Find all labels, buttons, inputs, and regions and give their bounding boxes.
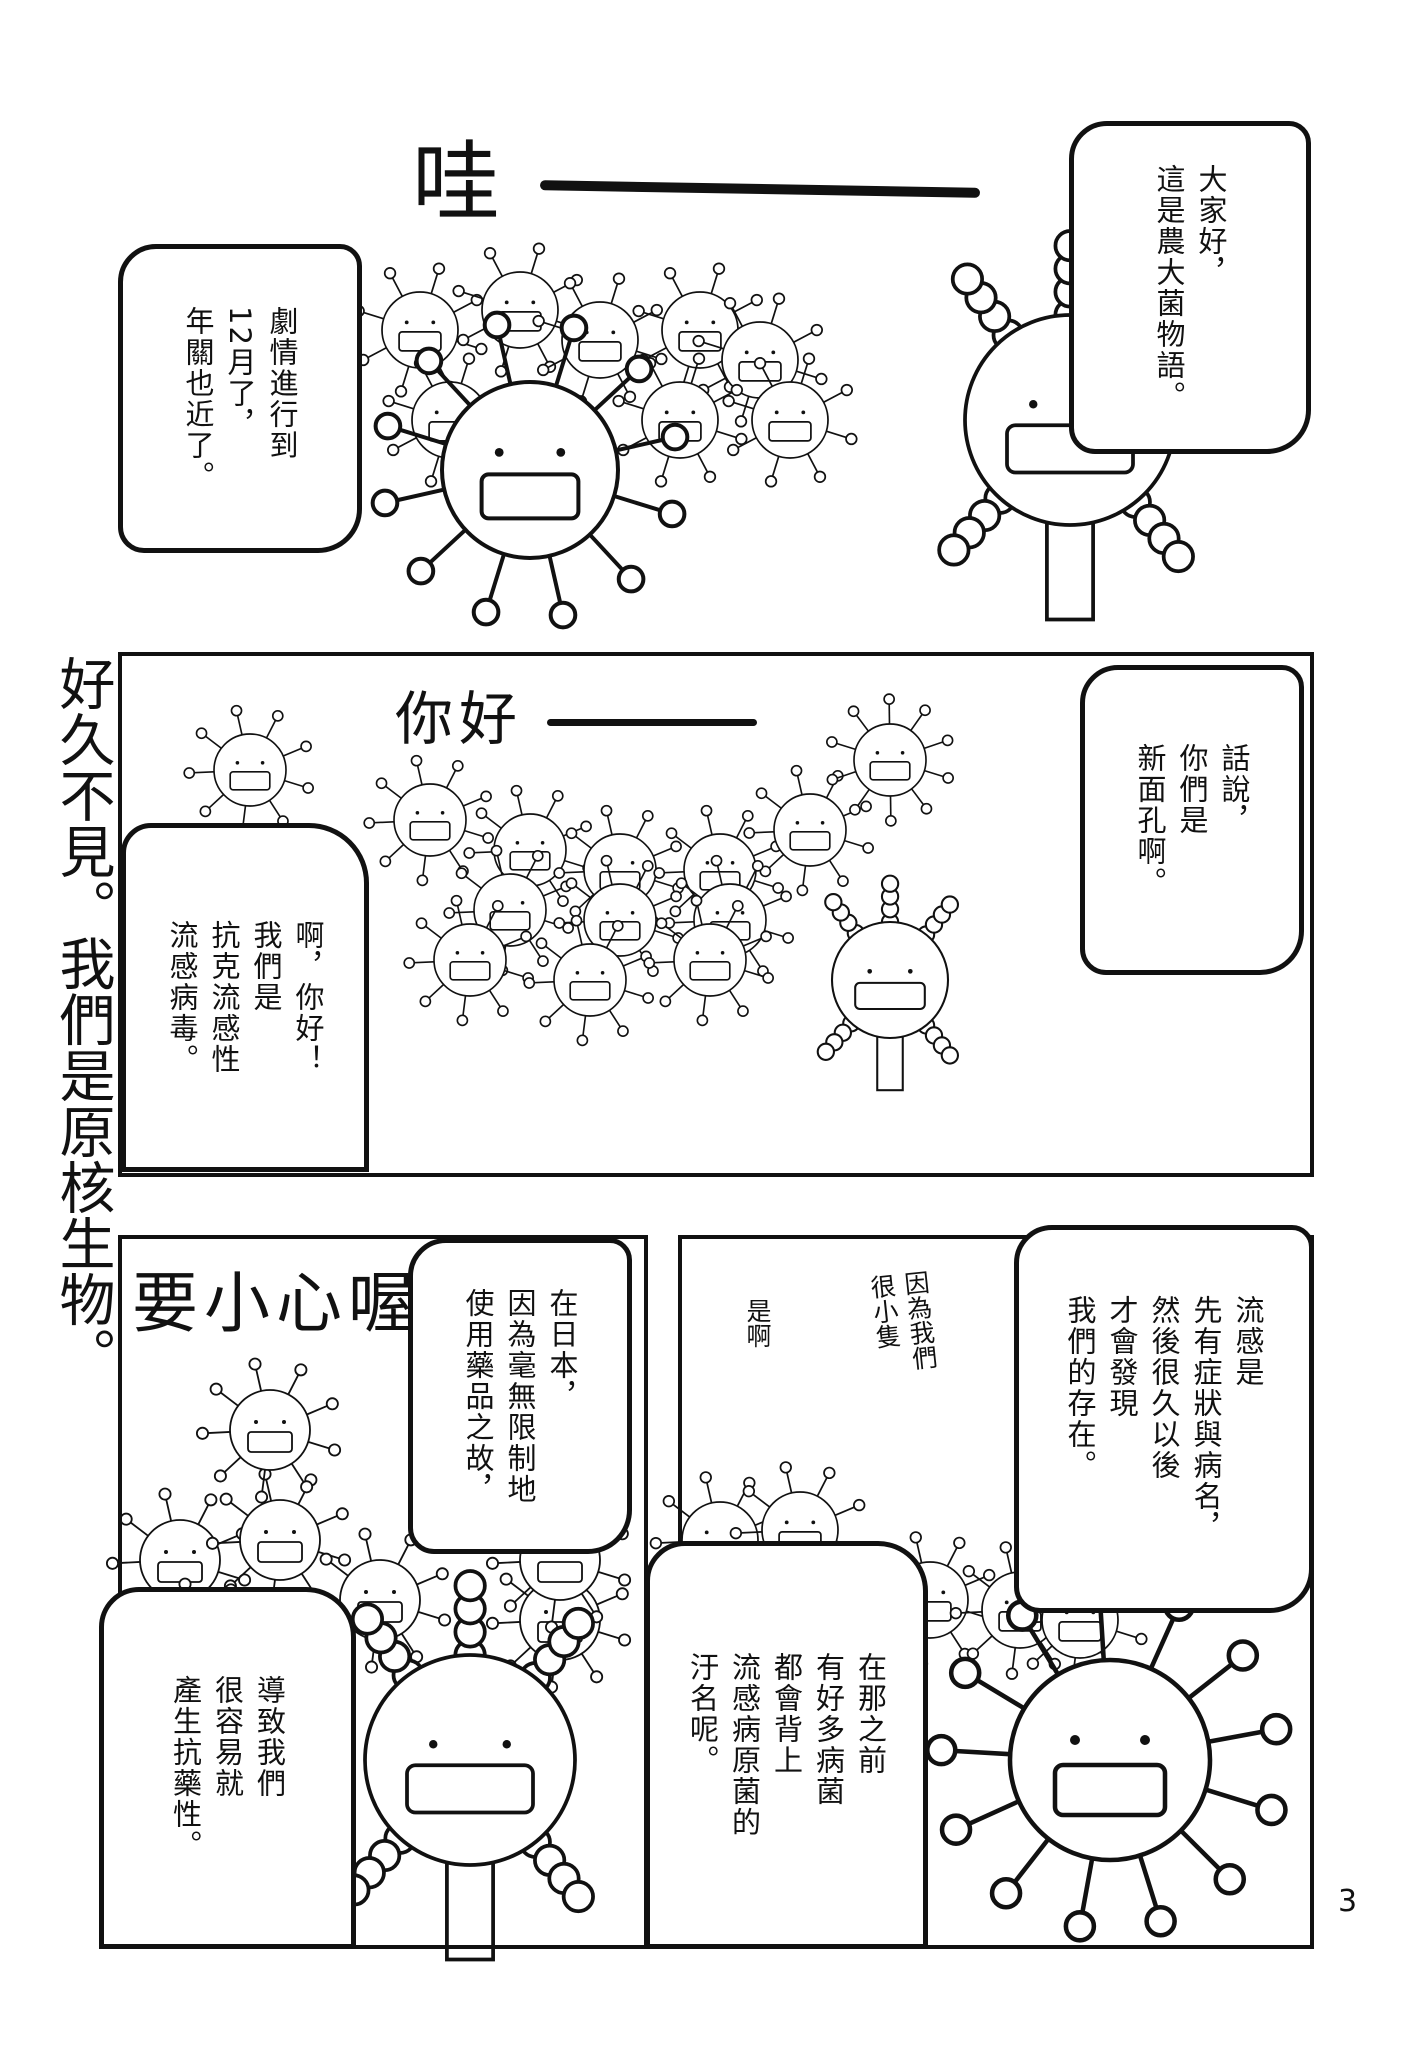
sfx-wa: 哇: [412, 112, 981, 239]
speech-bubble-greeting: 大家好， 這是農大菌物語。: [1069, 121, 1311, 454]
sfx-dash: [539, 180, 981, 198]
text-line: 話說，: [1217, 742, 1251, 836]
crowd-virus-icon: [443, 844, 574, 977]
crowd-virus-icon: [403, 894, 534, 1027]
main-virus-icon: [370, 310, 690, 630]
text-line: 使用藥品之故，: [461, 1287, 495, 1505]
text-line: 流感病原菌的: [727, 1652, 762, 1838]
sfx-be-careful: 要小心喔: [132, 1250, 420, 1346]
text-line: 我們是: [249, 920, 283, 1013]
bacterium-icon: [816, 874, 960, 1092]
speech-bubble-december: 劇情進行到 12月了， 年關也近了。: [118, 244, 362, 553]
bubble-text: 導致我們 很容易就 產生抗藥性。: [165, 1675, 291, 1861]
speech-bubble-japan: 在日本， 因為毫無限制地 使用藥品之故，: [408, 1238, 632, 1554]
sfx-be-careful-text: 要小心喔: [132, 1265, 420, 1342]
handwritten-note-small: 因為我們 很小隻: [863, 1269, 941, 1376]
panel-2: [118, 652, 1314, 1177]
text-line: 是啊: [743, 1298, 772, 1348]
side-caption-text: 好久不見。我們是原核生物。: [50, 655, 115, 1383]
sfx-nihao-text: 你好: [395, 685, 524, 753]
crowd-virus-icon: [643, 894, 774, 1027]
bacterium-icon: [337, 1569, 595, 1962]
bubble-text: 在那之前 有好多病菌 都會背上 流感病原菌的 汙名呢。: [682, 1652, 892, 1838]
text-line: 我們的存在。: [1063, 1295, 1097, 1481]
bubble-text: 啊，你好！ 我們是 抗克流感性 流感病毒。: [161, 920, 329, 1075]
bubble-text: 大家好， 這是農大菌物語。: [1148, 164, 1232, 412]
text-line: 很容易就: [210, 1675, 245, 1799]
crowd-virus-icon: [826, 693, 954, 827]
bubble-text: 在日本， 因為毫無限制地 使用藥品之故，: [457, 1288, 583, 1505]
speech-bubble-new-faces: 話說， 你們是 新面孔啊。: [1080, 665, 1304, 975]
text-line: 抗克流感性: [207, 920, 241, 1075]
text-line: 流感病毒。: [165, 920, 199, 1075]
page-number: 3: [1338, 1884, 1357, 1919]
text-line: 才會發現: [1105, 1295, 1139, 1419]
bubble-text: 話說， 你們是 新面孔啊。: [1129, 743, 1255, 898]
text-line: 這是農大菌物語。: [1152, 163, 1186, 412]
text-line: 在那之前: [853, 1652, 888, 1776]
text-line: 汙名呢。: [685, 1652, 720, 1776]
crowd-virus-icon: [722, 352, 858, 488]
text-line: 啊，你好！: [291, 920, 325, 1075]
crowd-virus-icon: [553, 854, 684, 987]
speech-bubble-blame: 在那之前 有好多病菌 都會背上 流感病原菌的 汙名呢。: [645, 1541, 928, 1949]
speech-bubble-flu-virus: 啊，你好！ 我們是 抗克流感性 流感病毒。: [121, 823, 369, 1172]
side-caption: 好久不見。我們是原核生物。: [50, 655, 115, 1383]
bubble-text: 劇情進行到 12月了， 年關也近了。: [177, 306, 303, 492]
sfx-wa-text: 哇: [412, 131, 507, 234]
speech-bubble-flu-symptoms: 流感是 先有症狀與病名， 然後很久以後 才會發現 我們的存在。: [1014, 1225, 1314, 1613]
crowd-virus-icon: [523, 914, 654, 1047]
text-line: 新面孔啊。: [1133, 742, 1167, 898]
text-line: 在日本，: [545, 1287, 579, 1412]
text-line: 然後很久以後: [1147, 1295, 1181, 1481]
crowd-virus-icon: [183, 704, 314, 837]
sfx-dash: [547, 719, 758, 727]
main-virus-icon: [925, 1575, 1293, 1943]
text-line: 都會背上: [769, 1652, 804, 1776]
crowd-virus-icon: [363, 754, 494, 887]
page-number-text: 3: [1338, 1884, 1358, 1919]
text-line: 產生抗藥性。: [168, 1675, 203, 1861]
handwritten-note-yes: 是啊: [740, 1298, 774, 1348]
text-line: 12月了，: [223, 305, 257, 440]
text-line: 劇情進行到: [265, 305, 299, 461]
text-line: 先有症狀與病名，: [1189, 1295, 1223, 1543]
bubble-text: 流感是 先有症狀與病名， 然後很久以後 才會發現 我們的存在。: [1059, 1295, 1269, 1543]
text-line: 流感是: [1231, 1295, 1265, 1388]
text-line: 你們是: [1175, 742, 1209, 836]
text-line: 因為毫無限制地: [503, 1287, 537, 1505]
text-line: 年關也近了。: [181, 305, 215, 492]
speech-bubble-resistance: 導致我們 很容易就 產生抗藥性。: [99, 1587, 356, 1949]
crowd-virus-icon: [352, 262, 488, 398]
text-line: 有好多病菌: [811, 1652, 846, 1807]
sfx-nihao: 你好: [395, 672, 758, 756]
text-line: 導致我們: [252, 1675, 287, 1799]
crowd-virus-icon: [195, 1357, 342, 1504]
text-line: 大家好，: [1194, 163, 1228, 288]
